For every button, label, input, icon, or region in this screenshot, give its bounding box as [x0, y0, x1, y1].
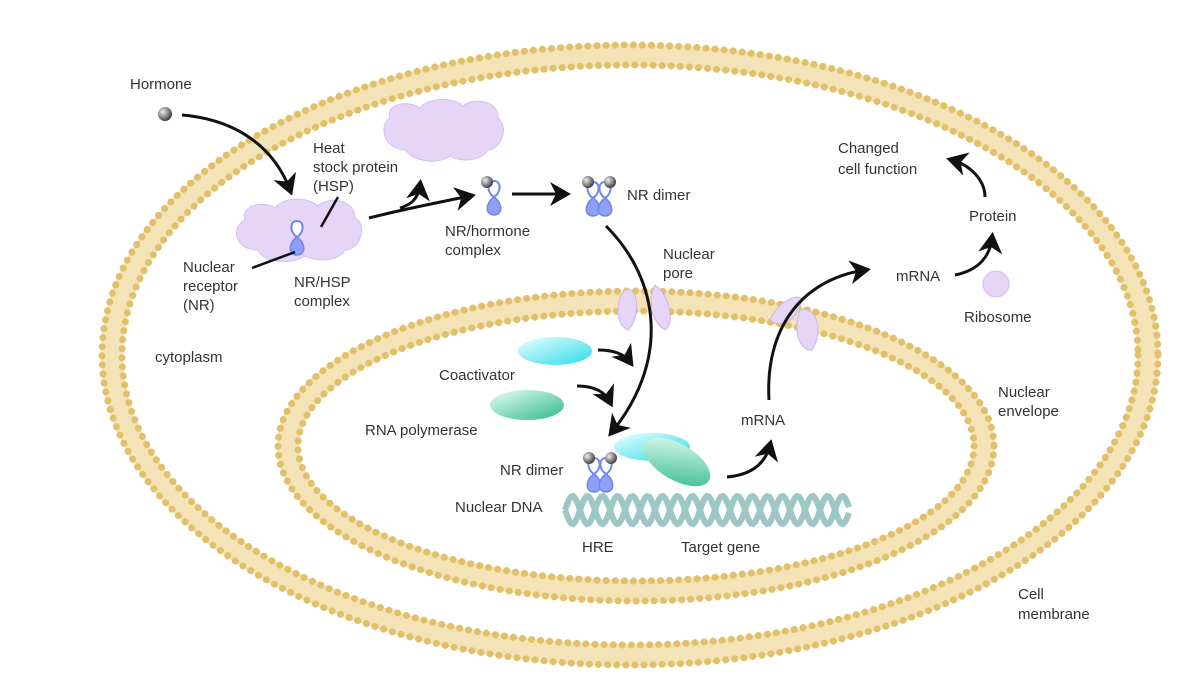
- hormone-molecule: [158, 107, 172, 121]
- arrow-dimer-into-nucleus: [604, 224, 653, 437]
- arrow-protein-to-function: [946, 152, 987, 198]
- label-protein: Protein: [969, 208, 1017, 225]
- label-hormone: Hormone: [130, 76, 192, 93]
- label-nuclear-pore-2: pore: [663, 265, 693, 282]
- label-hsp-1: Heat: [313, 140, 346, 157]
- label-hsp-2: stock protein: [313, 159, 398, 176]
- label-mrna-outer: mRNA: [896, 268, 940, 285]
- nr-dimer-bottom: [583, 452, 617, 493]
- nr-pointer-line: [251, 250, 296, 270]
- label-cell-membrane-2: membrane: [1018, 606, 1090, 623]
- label-coactivator: Coactivator: [439, 367, 515, 384]
- bound-rna-polymerase: [643, 437, 711, 487]
- ribosome: [982, 270, 1010, 298]
- label-nr-hsp-1: NR/HSP: [294, 274, 351, 291]
- arrow-coactivator: [597, 342, 634, 367]
- label-nuclear-envelope-1: Nuclear: [998, 384, 1050, 401]
- label-ribosome: Ribosome: [964, 309, 1032, 326]
- label-target-gene: Target gene: [681, 539, 760, 556]
- label-nr-dimer-bottom: NR dimer: [500, 462, 563, 479]
- label-nr-2: receptor: [183, 278, 238, 295]
- released-hsp-cloud: [383, 99, 504, 162]
- label-nr-hsp-2: complex: [294, 293, 350, 310]
- nuclear-dna: [562, 492, 852, 528]
- arrow-mrna-to-protein: [954, 232, 1003, 277]
- label-nuclear-pore-1: Nuclear: [663, 246, 715, 263]
- label-mrna-inner: mRNA: [741, 412, 785, 429]
- hsp-pointer-line: [319, 196, 340, 228]
- arrow-hsp-release: [399, 179, 430, 210]
- arrow-hormone-to-complex: [181, 113, 296, 196]
- arrow-transcription: [726, 439, 778, 479]
- label-nr-dimer-top: NR dimer: [627, 187, 690, 204]
- label-nuclear-dna: Nuclear DNA: [455, 499, 543, 516]
- label-nr-hormone-1: NR/hormone: [445, 223, 530, 240]
- cell-membrane: [98, 41, 1162, 669]
- dna-strand: [562, 492, 852, 528]
- arrow-polymerase: [576, 383, 615, 408]
- label-cytoplasm: cytoplasm: [155, 349, 223, 366]
- nr-dimer-top: [582, 176, 616, 217]
- label-nr-hormone-2: complex: [445, 242, 501, 259]
- label-nr-3: (NR): [183, 297, 215, 314]
- label-changed-2: cell function: [838, 161, 917, 178]
- nr-hormone-complex: [481, 176, 502, 216]
- label-nr-1: Nuclear: [183, 259, 235, 276]
- coactivator: [518, 337, 592, 365]
- label-hre: HRE: [582, 539, 614, 556]
- arrow-mrna-export: [767, 260, 871, 401]
- arrow-to-nr-hormone: [368, 187, 476, 220]
- rna-polymerase: [490, 390, 564, 420]
- label-hsp-3: (HSP): [313, 178, 354, 195]
- dna-strand: [562, 492, 852, 528]
- label-cell-membrane-1: Cell: [1018, 586, 1044, 603]
- label-changed-1: Changed: [838, 140, 899, 157]
- label-nuclear-envelope-2: envelope: [998, 403, 1059, 420]
- label-rna-polymerase: RNA polymerase: [365, 422, 478, 439]
